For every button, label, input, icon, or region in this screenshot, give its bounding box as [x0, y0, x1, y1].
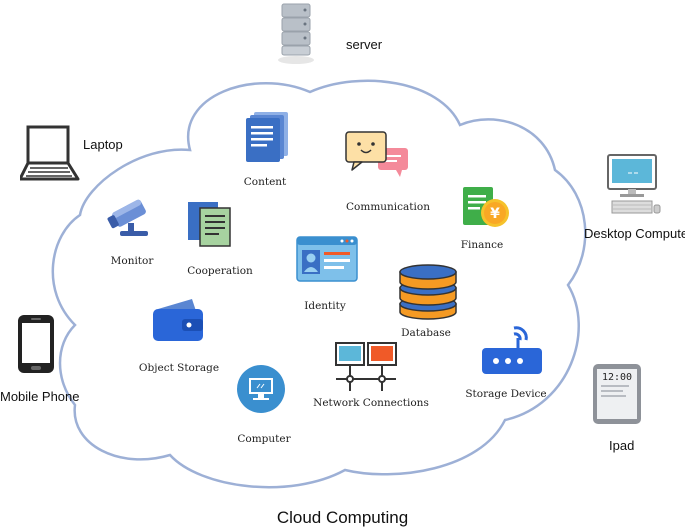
monitor-camera-icon: [106, 195, 154, 239]
ipad-icon: [592, 363, 642, 425]
diagram-title: Cloud Computing: [276, 508, 409, 527]
content-label: Content: [243, 176, 287, 188]
mobile-phone-icon: [16, 313, 56, 375]
laptop-icon: [20, 123, 80, 183]
ipad-label: Ipad: [609, 438, 635, 453]
database-label: Database: [401, 327, 451, 339]
ipad-screen-time: 12:00: [601, 372, 633, 383]
object-storage-wallet-icon: [152, 297, 204, 343]
server-label: server: [346, 37, 383, 52]
storage-device-router-icon: [480, 320, 544, 378]
cooperation-label: Cooperation: [187, 265, 253, 277]
content-document-icon: [244, 110, 292, 164]
database-icon: [398, 258, 458, 320]
identity-label: Identity: [304, 300, 346, 312]
object-storage-label: Object Storage: [138, 362, 220, 374]
svg-text:¥: ¥: [490, 206, 500, 222]
monitor-label: Monitor: [110, 255, 154, 267]
desktop-computer-label: Desktop Computer: [584, 226, 685, 241]
finance-yen-icon: ¥: [461, 185, 513, 231]
finance-label: Finance: [460, 239, 504, 251]
computer-label: Computer: [237, 433, 291, 445]
mobile-phone-label: Mobile Phone: [0, 389, 80, 404]
network-connections-icon: [334, 341, 400, 393]
computer-icon: [236, 364, 286, 414]
network-connections-label: Network Connections: [313, 397, 429, 409]
communication-label: Communication: [346, 201, 430, 213]
cooperation-documents-icon: [186, 200, 234, 250]
storage-device-label: Storage Device: [465, 388, 547, 400]
identity-card-icon: [296, 236, 358, 282]
desktop-computer-icon: [604, 153, 664, 221]
server-icon: [276, 2, 316, 64]
communication-chat-icon: [344, 130, 410, 178]
laptop-label: Laptop: [83, 137, 123, 152]
